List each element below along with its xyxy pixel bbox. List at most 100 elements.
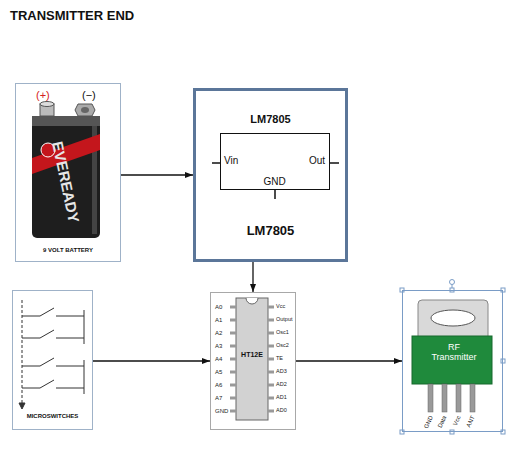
connector-arrow bbox=[93, 360, 210, 361]
switch-lever bbox=[40, 308, 54, 316]
pin-name: A5 bbox=[215, 369, 222, 375]
ic-pin bbox=[268, 306, 274, 309]
battery-body bbox=[32, 116, 100, 238]
regulator-leads bbox=[212, 163, 339, 199]
pin-name: A7 bbox=[215, 395, 222, 401]
pin-name: ANT bbox=[465, 415, 476, 428]
pin-name: TE bbox=[276, 356, 283, 362]
ic-pin bbox=[230, 345, 236, 348]
switch-illustration bbox=[19, 300, 84, 409]
switch-wire bbox=[56, 366, 84, 367]
switch-caption: MICROSWITCHES bbox=[13, 413, 92, 420]
connector-arrow bbox=[296, 360, 402, 361]
resize-handle bbox=[450, 430, 454, 434]
pin-name: A3 bbox=[215, 343, 222, 349]
battery-caption: 9 VOLT BATTERY bbox=[16, 247, 120, 254]
ic-pin bbox=[268, 397, 274, 400]
polarity-mark: (−) bbox=[82, 90, 96, 101]
part-name: LM7805 bbox=[196, 113, 345, 125]
ic-pin bbox=[268, 332, 274, 335]
ic-pin bbox=[268, 358, 274, 361]
module-leg bbox=[442, 384, 447, 412]
rf-module-box: RF Transmitter bbox=[402, 290, 503, 432]
switch-wire bbox=[22, 338, 40, 339]
pin-name: AD1 bbox=[276, 395, 287, 401]
pin-name: A0 bbox=[215, 304, 222, 310]
switch-lever bbox=[40, 380, 54, 388]
module-leg bbox=[456, 384, 461, 412]
rf-module-illustration bbox=[412, 300, 492, 412]
gnd-lead bbox=[274, 190, 276, 199]
ic-pin bbox=[268, 345, 274, 348]
module-body bbox=[412, 336, 492, 384]
pin-name: A1 bbox=[215, 317, 222, 323]
pin-name: GND bbox=[423, 415, 434, 430]
resize-handle bbox=[501, 430, 505, 434]
ic-pin bbox=[230, 371, 236, 374]
battery-illustration bbox=[32, 102, 100, 239]
connector-arrow bbox=[121, 174, 193, 175]
pin-name: AD0 bbox=[276, 408, 287, 414]
ic-illustration bbox=[230, 298, 274, 420]
pin-name: GND bbox=[215, 408, 228, 414]
ic-pin bbox=[230, 384, 236, 387]
pin-name: Vcc bbox=[452, 415, 462, 427]
regulator-box: LM7805LM7805VinOutGND bbox=[193, 88, 348, 262]
ic-pin bbox=[230, 306, 236, 309]
switch-common bbox=[84, 310, 85, 344]
pin-name: A6 bbox=[215, 382, 222, 388]
module-leg bbox=[470, 384, 475, 412]
ic-body bbox=[236, 298, 268, 420]
part-name: LM7805 bbox=[196, 224, 345, 238]
switch-wire bbox=[22, 316, 40, 317]
vin-lead bbox=[212, 162, 220, 164]
ic-pin bbox=[268, 371, 274, 374]
switch-common bbox=[84, 360, 85, 394]
pin-name: Output bbox=[276, 317, 293, 323]
out-lead bbox=[330, 162, 339, 164]
ic-notch bbox=[246, 298, 258, 304]
switch-box: MICROSWITCHES bbox=[12, 290, 93, 430]
rail-arrow bbox=[19, 403, 25, 409]
module-leg bbox=[428, 384, 433, 412]
pin-name: Osc1 bbox=[276, 330, 289, 336]
chip-name: HT12E bbox=[236, 351, 268, 359]
negative-terminal-hole bbox=[81, 107, 89, 113]
ic-pin bbox=[230, 332, 236, 335]
battery-top bbox=[32, 116, 100, 126]
switch-lever bbox=[40, 358, 54, 366]
switch-wire bbox=[56, 316, 84, 317]
mounting-hole bbox=[431, 310, 475, 326]
ic-pin bbox=[230, 410, 236, 413]
pin-name: Vin bbox=[224, 155, 238, 166]
negative-terminal bbox=[75, 104, 95, 116]
module-name: RF Transmitter bbox=[427, 343, 481, 363]
positive-terminal-cap bbox=[40, 102, 54, 107]
connector-arrow bbox=[252, 262, 253, 292]
switch-wire bbox=[56, 388, 84, 389]
ic-pin bbox=[230, 397, 236, 400]
pin-name: GND bbox=[221, 176, 328, 187]
ic-pin bbox=[268, 384, 274, 387]
polarity-mark: (+) bbox=[36, 90, 50, 101]
selection-handles bbox=[400, 280, 505, 435]
pin-name: A2 bbox=[215, 330, 222, 336]
switch-wire bbox=[22, 366, 40, 367]
pin-name: Data bbox=[437, 415, 448, 429]
switch-lever bbox=[40, 330, 54, 338]
rotate-handle bbox=[450, 280, 455, 285]
ic-pin bbox=[268, 319, 274, 322]
ic-pin bbox=[230, 319, 236, 322]
regulator-symbol: Vin OutGND bbox=[220, 133, 330, 190]
pin-name: Osc2 bbox=[276, 343, 289, 349]
pin-name: Vcc bbox=[276, 304, 285, 310]
pin-name: AD3 bbox=[276, 369, 287, 375]
ic-pin bbox=[230, 358, 236, 361]
pin-name: Out bbox=[309, 155, 325, 166]
ic-pin bbox=[268, 410, 274, 413]
diagram-title: TRANSMITTER END bbox=[10, 8, 134, 23]
switch-wire bbox=[56, 338, 84, 339]
module-tab bbox=[418, 300, 488, 340]
resize-handle bbox=[501, 359, 505, 363]
